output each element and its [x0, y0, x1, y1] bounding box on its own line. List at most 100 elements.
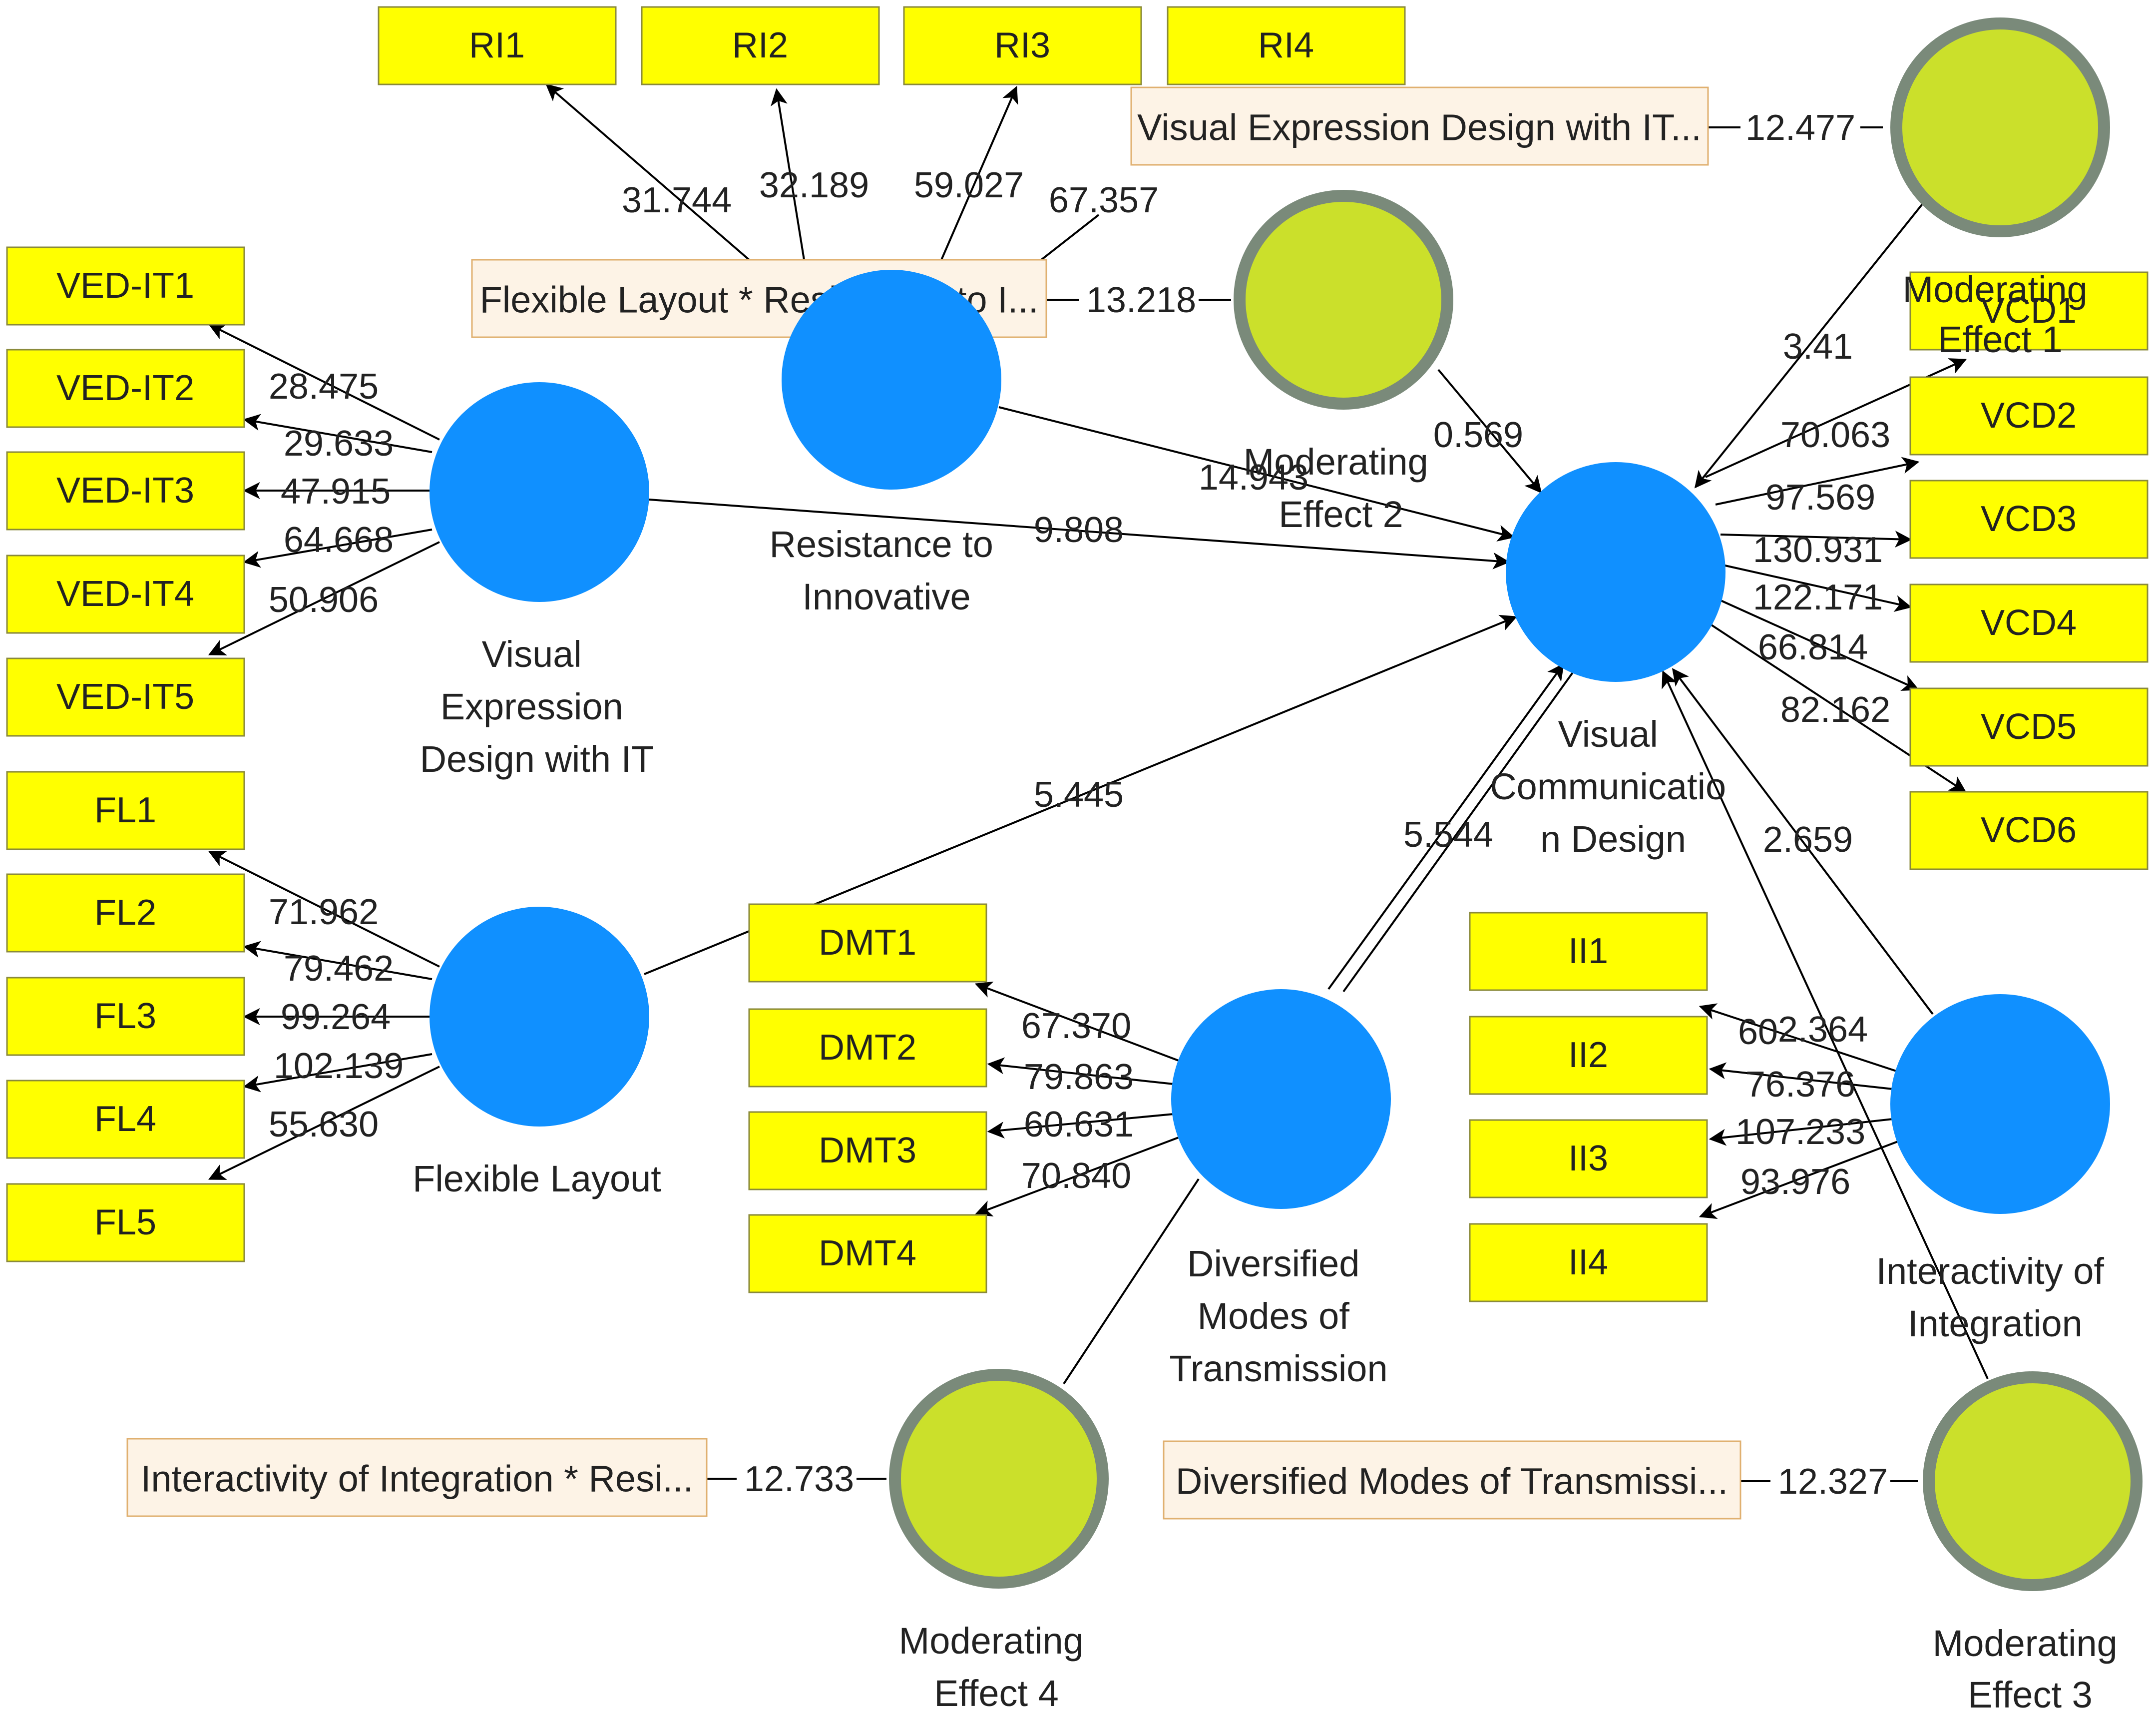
- path-me1-vcd-value: 3.41: [1783, 327, 1853, 367]
- loading-vcd1: 70.063: [1780, 415, 1890, 455]
- indicator-ved-it5: VED-IT5: [6, 657, 245, 737]
- construct-ved-label: Visual Expression Design with IT: [420, 633, 654, 780]
- edge-ii-ii3: [1709, 1118, 1893, 1146]
- indicator-vcd6: VCD6: [1909, 791, 2149, 870]
- loading-ri4: 67.357: [1049, 180, 1159, 220]
- construct-ii-label: Interactivity of Integration: [1876, 1250, 2114, 1344]
- edge-ved-vedit1: [208, 324, 440, 441]
- edge-vcd-vcd5: [1713, 596, 1920, 691]
- construct-vcd-node: [1506, 462, 1725, 682]
- indicator-ri3-label: RI3: [994, 25, 1050, 65]
- indicator-ved-it3-label: VED-IT3: [56, 471, 194, 511]
- loading-fl3: 99.264: [281, 997, 391, 1037]
- indicator-ved-it4-label: VED-IT4: [56, 574, 194, 614]
- construct-labels: Resistance to Innovative Visual Expressi…: [413, 269, 2118, 1716]
- construct-me2-label: Moderating Effect 2: [1244, 441, 1439, 535]
- edge-ri-ri1: [545, 83, 750, 261]
- loading-fl4: 102.139: [274, 1046, 404, 1086]
- indicator-vcd2: VCD2: [1909, 376, 2149, 456]
- loading-ri2: 32.189: [759, 165, 869, 205]
- loading-vcd3: 130.931: [1753, 530, 1883, 570]
- latent-constructs: [430, 17, 2143, 1591]
- edge-ii-ii2: [1709, 1062, 1893, 1090]
- indicator-vcd3-label: VCD3: [1981, 499, 2077, 539]
- edge-ri-ri3: [940, 85, 1018, 260]
- edge-dmt-dmt1: [974, 981, 1182, 1063]
- indicator-vcd5-label: VCD5: [1981, 707, 2077, 747]
- loading-ri3: 59.027: [914, 165, 1024, 205]
- indicator-vcd1: VCD1: [1909, 271, 2149, 351]
- path-me4-dmt: [1063, 1178, 1200, 1385]
- construct-vcd-label: Visual Communicatio n Design: [1490, 713, 1736, 860]
- me3-value-bg: [1770, 1456, 1890, 1506]
- loading-ved-it4: 64.668: [284, 520, 394, 560]
- loading-ved-it1: 28.475: [269, 367, 379, 407]
- construct-ii-node: [1890, 994, 2110, 1214]
- indicator-ri4: RI4: [1167, 6, 1406, 85]
- indicator-fl3-label: FL3: [94, 996, 156, 1036]
- construct-me4-node: [889, 1369, 1109, 1589]
- path-me2-vcd-value: 0.569: [1433, 415, 1523, 455]
- me4-value-bg: [737, 1454, 857, 1504]
- loading-vcd2: 97.569: [1765, 478, 1875, 518]
- indicator-dmt2-label: DMT2: [819, 1028, 916, 1068]
- indicator-fl2-label: FL2: [94, 893, 156, 933]
- indicator-dmt1: DMT1: [748, 903, 987, 983]
- indicator-vcd2-label: VCD2: [1981, 396, 2077, 436]
- indicator-vcd6-label: VCD6: [1981, 810, 2077, 850]
- indicator-fl5: FL5: [6, 1183, 245, 1262]
- loading-ved-it3: 47.915: [281, 472, 391, 512]
- indicator-boxes: RI1 RI2 RI3 RI4 VED-IT1 VED-IT2 VED-IT3: [6, 6, 2149, 1302]
- loading-ii3: 107.233: [1735, 1112, 1865, 1152]
- construct-fl-label: Flexible Layout: [413, 1158, 661, 1199]
- loading-ri1: 31.744: [622, 180, 732, 220]
- indicator-ii2-label: II2: [1568, 1035, 1608, 1075]
- path-ri-vcd-value: 14.943: [1199, 458, 1308, 498]
- indicator-dmt4: DMT4: [748, 1214, 987, 1293]
- indicator-vcd3: VCD3: [1909, 480, 2149, 559]
- indicator-dmt3-label: DMT3: [819, 1131, 916, 1170]
- construct-fl-node: [430, 907, 649, 1127]
- indicator-ii2: II2: [1469, 1016, 1708, 1095]
- interaction-term-dmt-ri: Diversified Modes of Transmissi...: [1163, 1440, 1741, 1520]
- indicator-ii4: II4: [1469, 1223, 1708, 1302]
- path-ii-vcd: [1672, 668, 1934, 1015]
- interaction-term-ii-ri: Interactivity of Integration * Resi...: [126, 1438, 708, 1517]
- indicator-vcd4-label: VCD4: [1981, 603, 2077, 643]
- construct-me1-node: [1890, 17, 2110, 237]
- path-me3-vcd: [1662, 670, 1989, 1379]
- edge-ved-vedit5: [208, 541, 440, 655]
- indicator-vcd5: VCD5: [1909, 687, 2149, 767]
- construct-me4-label: Moderating Effect 4: [899, 1620, 1094, 1714]
- indicator-ri4-label: RI4: [1258, 25, 1314, 65]
- indicator-fl3: FL3: [6, 977, 245, 1056]
- construct-ved-node: [430, 382, 649, 602]
- indicator-ved-it2-label: VED-IT2: [56, 368, 194, 408]
- indicator-ri3: RI3: [903, 6, 1142, 85]
- loading-vcd6: 82.162: [1780, 690, 1890, 730]
- edge-dmt-dmt3: [987, 1113, 1174, 1139]
- indicator-ri2: RI2: [641, 6, 880, 85]
- indicator-fl4: FL4: [6, 1080, 245, 1159]
- construct-ri-label: Resistance to Innovative: [770, 524, 1004, 617]
- path-ii-vcd-value: 2.659: [1763, 820, 1853, 860]
- path-ri-vcd: [998, 406, 1515, 542]
- indicator-fl5-label: FL5: [94, 1202, 156, 1242]
- path-dmt-vcd-b: [1342, 671, 1574, 993]
- indicator-fl1-label: FL1: [94, 790, 156, 830]
- interaction-me4-value: 12.733: [744, 1459, 854, 1499]
- loading-values: 31.744 32.189 59.027 67.357 28.475 29.63…: [269, 165, 1890, 1202]
- indicator-ved-it4: VED-IT4: [6, 555, 245, 634]
- path-dmt-vcd-a: [1327, 663, 1564, 990]
- edge-vcd-vcd3: [1720, 531, 1912, 548]
- edge-ved-vedit2: [243, 414, 432, 453]
- construct-me3-node: [1923, 1371, 2143, 1591]
- edge-dmt-dmt2: [987, 1057, 1174, 1085]
- indicator-fl1: FL1: [6, 771, 245, 850]
- construct-dmt-label: Diversified Modes of Transmission: [1169, 1243, 1387, 1389]
- interaction-term-ved-it: Visual Expression Design with IT...: [1130, 86, 1709, 166]
- loading-dmt2: 79.863: [1024, 1057, 1134, 1097]
- indicator-ii3: II3: [1469, 1119, 1708, 1198]
- construct-dmt-node: [1171, 989, 1391, 1209]
